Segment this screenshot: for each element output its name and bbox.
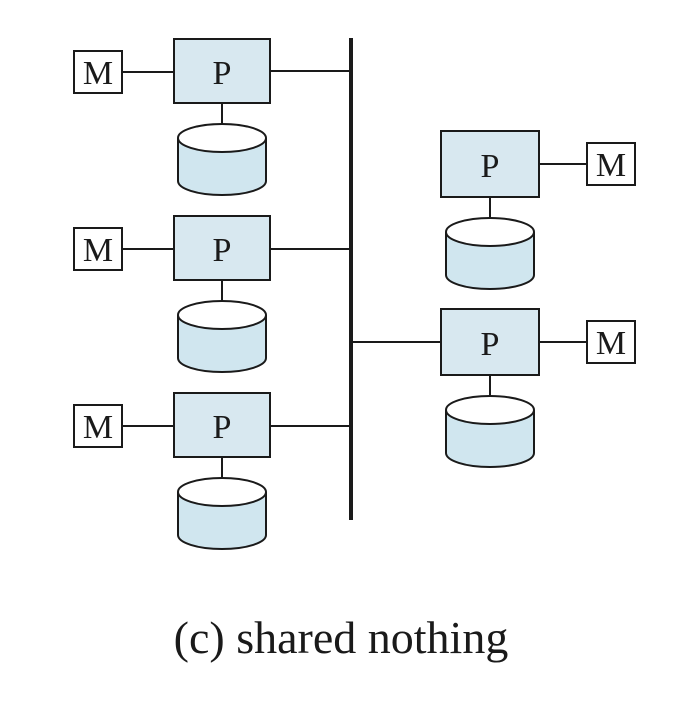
memory-box [73, 404, 123, 448]
node-right-2: P M [351, 308, 636, 468]
node-left-3: M P [73, 392, 351, 550]
disk-icon [177, 123, 267, 196]
processor-label: P [481, 148, 500, 185]
memory-box [586, 320, 636, 364]
disk-icon [445, 395, 535, 468]
disk-icon [445, 217, 535, 290]
diagram-caption: (c) shared nothing [173, 612, 509, 663]
node-right-1: P M [440, 130, 636, 290]
node-left-2: M P [73, 215, 351, 373]
memory-label: M [83, 409, 113, 446]
memory-label: M [83, 55, 113, 92]
disk-icon [177, 477, 267, 550]
processor-label: P [213, 409, 232, 446]
memory-label: M [596, 147, 626, 184]
memory-box [586, 142, 636, 186]
disk-icon [177, 300, 267, 373]
processor-label: P [481, 326, 500, 363]
processor-label: P [213, 55, 232, 92]
processor-label: P [213, 232, 232, 269]
memory-label: M [83, 232, 113, 269]
memory-label: M [596, 325, 626, 362]
node-left-1: M P [73, 38, 351, 196]
memory-box [73, 227, 123, 271]
processor-box [440, 308, 540, 376]
